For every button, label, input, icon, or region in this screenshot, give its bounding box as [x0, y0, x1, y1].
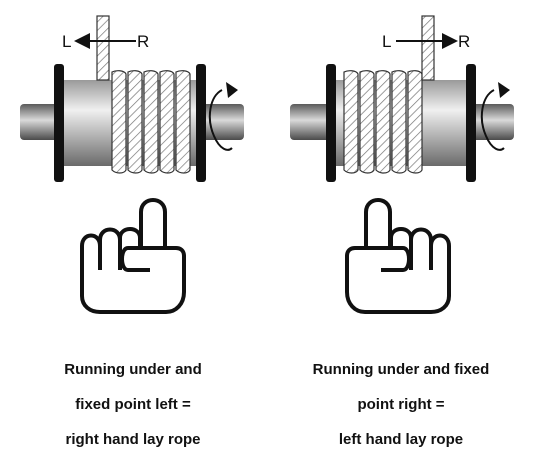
right-direction-indicator: L R	[382, 32, 470, 51]
clockwise-rotation-arrow-icon	[208, 89, 233, 151]
right-hand-pointing-up-icon	[80, 198, 186, 314]
right-winch-drum	[290, 15, 514, 182]
right-rope-lead	[421, 15, 435, 81]
left-dir-label-r: R	[137, 32, 149, 51]
left-rope-coils	[111, 70, 191, 174]
rotation-arrow-head-icon	[226, 82, 238, 98]
left-caption-line-1: Running under and	[64, 361, 202, 378]
right-flange-left	[326, 64, 336, 182]
counterclockwise-rotation-arrow-icon	[480, 89, 505, 151]
right-caption-line-2: point right =	[357, 396, 445, 413]
left-rope-lead	[96, 15, 110, 81]
right-caption: Running under and fixed point right = le…	[271, 361, 531, 448]
left-flange-right	[196, 64, 206, 182]
left-hand-pointing-up-icon	[345, 198, 451, 314]
left-caption-line-3: right hand lay rope	[65, 431, 201, 448]
right-flange-right	[466, 64, 476, 182]
right-caption-line-3: left hand lay rope	[338, 431, 464, 448]
left-dir-label-l: L	[62, 32, 71, 51]
left-caption: Running under and fixed point left = rig…	[3, 361, 263, 448]
left-flange-left	[54, 64, 64, 182]
right-dir-label-r: R	[458, 32, 470, 51]
left-caption-line-2: fixed point left =	[75, 396, 191, 413]
rotation-arrow-head-icon	[498, 82, 510, 98]
right-caption-line-1: Running under and fixed	[312, 361, 490, 378]
left-direction-indicator: L R	[62, 32, 149, 51]
left-winch-drum	[20, 15, 244, 182]
right-dir-label-l: L	[382, 32, 391, 51]
right-rope-coils	[343, 70, 423, 174]
